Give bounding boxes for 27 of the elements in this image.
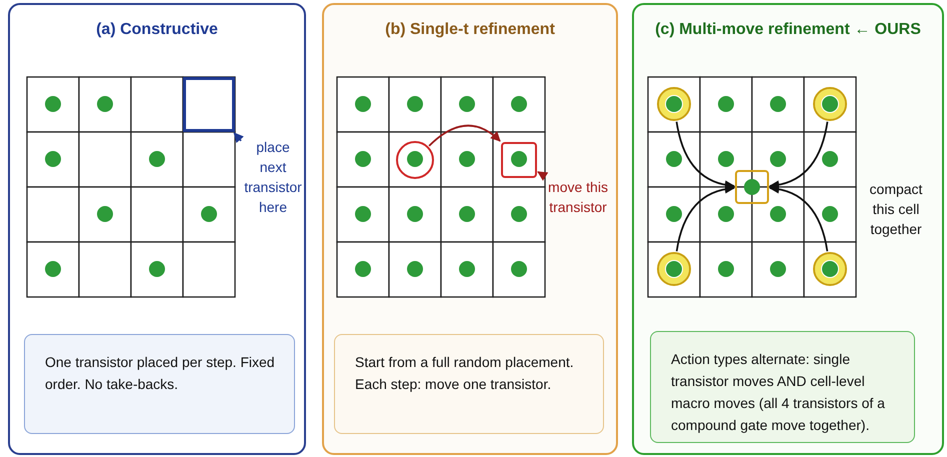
arrow bbox=[676, 122, 735, 190]
leader-line bbox=[234, 132, 244, 144]
panel-title: (a) Constructive bbox=[95, 21, 219, 39]
panel-card bbox=[8, 3, 306, 455]
callout-text: place next transistor here bbox=[242, 137, 304, 217]
highlight-ring bbox=[813, 252, 847, 286]
arrow bbox=[769, 122, 828, 190]
highlight-ring bbox=[813, 87, 847, 121]
arrow bbox=[676, 184, 735, 252]
panel-title: (c) Multi-move refinement ← OURS bbox=[654, 21, 922, 39]
callout-text: compact this cell together bbox=[868, 180, 924, 239]
panel-card bbox=[322, 3, 618, 455]
panel-title: (b) Single-t refinement bbox=[384, 21, 556, 39]
highlight-ring bbox=[657, 87, 691, 121]
note-card: Start from a full random placement. Each step: move one transistor. bbox=[334, 334, 604, 434]
highlight-box bbox=[735, 170, 769, 204]
arrow bbox=[428, 124, 501, 147]
callout-text: move this transistor bbox=[546, 177, 610, 217]
arrow bbox=[769, 184, 828, 252]
highlight-circle bbox=[396, 141, 434, 179]
highlight-box bbox=[501, 142, 537, 178]
panel-card bbox=[632, 3, 944, 455]
highlight-ring bbox=[657, 252, 691, 286]
leader-line bbox=[537, 171, 548, 181]
note-card: Action types alternate: single transistor moves AND cell-level macro moves (all 4 transistors of a compound gate move together). bbox=[650, 331, 915, 443]
highlight-box bbox=[183, 77, 235, 132]
note-card: One transistor placed per step. Fixed order. No take-backs. bbox=[24, 334, 295, 434]
